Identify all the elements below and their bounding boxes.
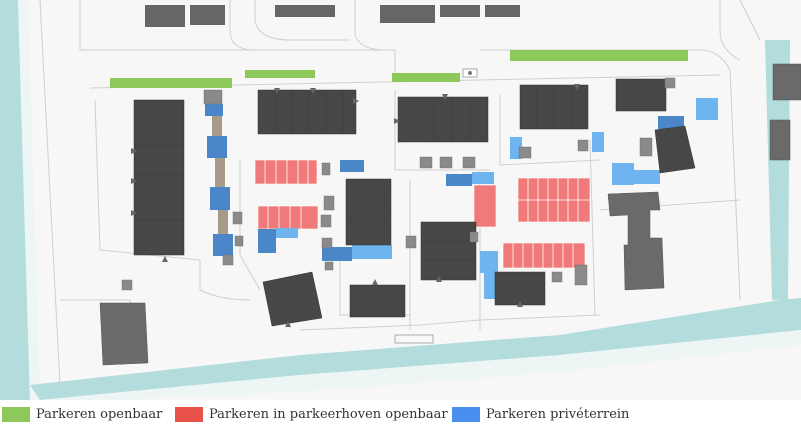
parking-court-stripes [264,160,590,268]
grey-buildings [99,63,801,366]
canal-bottom-2 [40,330,801,400]
legend-swatch-court [175,406,203,422]
parking-public-areas [110,50,688,88]
map-legend: Parkeren openbaar Parkeren in parkeerhov… [0,400,801,431]
legend-label-court: Parkeren in parkeerhoven openbaar [209,406,448,422]
parking-private-dark [205,104,684,261]
canal-left-bank [18,0,40,400]
buildings-main [133,78,696,327]
roof-hatching [134,85,572,261]
bridge [394,334,434,344]
legend-swatch-private [452,406,480,422]
legend-swatch-public [2,406,30,422]
brick-paths [212,116,228,234]
canal-left [0,0,30,400]
legend-label-public: Parkeren openbaar [36,406,163,422]
legend-item-court: Parkeren in parkeerhoven openbaar [175,405,448,423]
site-plan-map [0,0,801,400]
legend-label-private: Parkeren privéterrein [486,406,630,422]
entrance-markers [131,84,580,327]
canal-right [765,40,790,300]
canal-bottom [30,298,801,400]
north-marker-icon [462,68,478,78]
top-buildings [145,5,520,27]
parking-private-light [276,98,718,299]
sheds [121,77,676,291]
legend-item-public: Parkeren openbaar [2,405,162,423]
legend-item-private: Parkeren privéterrein [452,405,629,423]
